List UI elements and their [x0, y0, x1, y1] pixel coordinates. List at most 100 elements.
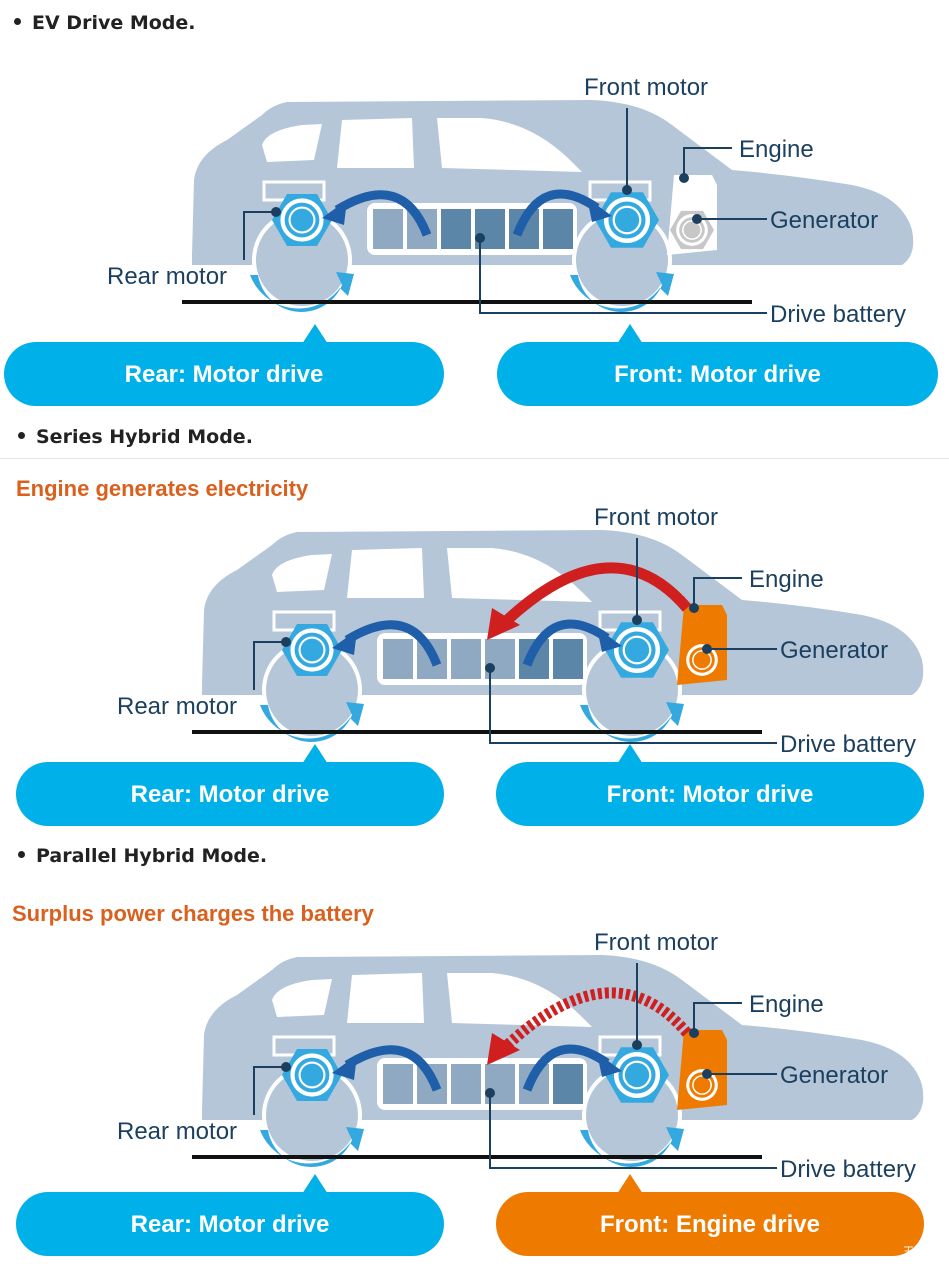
- ground-line: [192, 730, 762, 734]
- bearing-ball: [649, 633, 654, 638]
- bearing-ball: [324, 1087, 328, 1091]
- bearing-ball: [646, 218, 650, 222]
- bearing-ball: [690, 243, 694, 246]
- bearing-ball: [635, 1094, 639, 1098]
- bearing-ball: [317, 1055, 322, 1059]
- bearing-ball: [302, 630, 307, 634]
- leader-drive-battery: [479, 238, 767, 314]
- bearing-ball: [704, 234, 707, 237]
- leader-rear-motor: [253, 641, 286, 690]
- leader-dot: [485, 1088, 495, 1098]
- generator-label: Generator: [780, 637, 888, 664]
- bearing-ball: [715, 1083, 718, 1087]
- front-window: [437, 118, 582, 172]
- bearing-ball: [300, 237, 304, 242]
- bearing-ball: [310, 1092, 314, 1097]
- middle-window: [347, 973, 424, 1023]
- bearing-ball: [317, 630, 322, 634]
- bearing-ball: [324, 1059, 328, 1063]
- front-drive-pill: Front: Motor drive: [496, 744, 924, 826]
- core: [683, 221, 701, 239]
- parallel-subtitle: Surplus power charges the battery: [12, 901, 374, 926]
- generator-label: Generator: [780, 1062, 888, 1089]
- bearing-ball: [685, 215, 688, 218]
- bearing-ball: [318, 225, 322, 230]
- bearing-ball: [300, 198, 304, 203]
- leader-dot: [632, 615, 642, 625]
- rear-motor-label: Rear motor: [117, 1118, 237, 1145]
- pill-pointer: [617, 744, 643, 764]
- bearing-ball: [710, 1093, 714, 1097]
- rear-motor: [282, 624, 342, 676]
- battery-cell: [553, 639, 583, 679]
- bearing-ball: [620, 1087, 625, 1092]
- rear-window: [272, 979, 332, 1017]
- bearing-ball: [690, 648, 694, 652]
- leader-dot: [475, 233, 485, 243]
- front-drive-pill: Front: Engine drive: [496, 1174, 924, 1256]
- bearing-ball: [314, 232, 318, 236]
- bearing-ball: [643, 667, 647, 671]
- bearing-ball: [620, 662, 625, 667]
- bearing-ball: [324, 634, 328, 638]
- bearing-ball: [296, 634, 300, 638]
- bearing-ball: [310, 628, 314, 633]
- bearing-ball: [620, 633, 625, 638]
- pill-label: Rear: Motor drive: [131, 1211, 330, 1238]
- series-subtitle: Engine generates electricity: [16, 476, 309, 501]
- bearing-ball: [280, 218, 285, 222]
- bearing-ball: [614, 648, 618, 652]
- rear-motor: [282, 1049, 342, 1101]
- rear-motor: [272, 194, 332, 246]
- leader-dot: [622, 185, 632, 195]
- bearing-ball: [643, 629, 647, 633]
- drive-battery-label: Drive battery: [780, 1156, 916, 1183]
- bearing-ball: [307, 200, 312, 204]
- section-divider: [0, 458, 949, 459]
- pill-background: [496, 1192, 924, 1256]
- bearing-ball: [633, 237, 637, 241]
- battery-cell: [451, 1064, 481, 1104]
- battery-cell: [543, 209, 573, 249]
- bearing-ball: [677, 223, 680, 226]
- bearing-ball: [302, 1055, 307, 1059]
- ground-line: [182, 300, 752, 304]
- pill-label: Rear: Motor drive: [131, 781, 330, 808]
- charging-arrow-head: [487, 608, 520, 640]
- bearing-ball: [695, 672, 698, 675]
- bearing-ball: [627, 629, 631, 633]
- bearing-ball: [614, 1073, 618, 1077]
- ground-line: [192, 1155, 762, 1159]
- bearing-ball: [649, 1087, 654, 1092]
- pill-pointer: [617, 324, 643, 344]
- battery-cell: [383, 1064, 413, 1104]
- pill-background: [16, 1192, 444, 1256]
- bearing-ball: [635, 627, 639, 631]
- drive-arrow-rear: [344, 1045, 442, 1092]
- bearing-ball: [282, 210, 286, 215]
- front-motor-label: Front motor: [594, 929, 718, 956]
- leader-dot: [702, 644, 712, 654]
- bearing-ball: [639, 232, 644, 237]
- bearing-ball: [292, 236, 297, 240]
- engine-label: Engine: [739, 136, 814, 163]
- bearing-ball: [643, 1092, 647, 1096]
- bullet-dot: [18, 432, 25, 439]
- watermark: 王星炜S: [903, 1245, 943, 1258]
- bearing-ball: [635, 1052, 639, 1056]
- rear-window: [272, 554, 332, 592]
- core: [693, 651, 711, 669]
- drive-arrow-rear-head: [332, 630, 357, 655]
- bearing-ball: [654, 640, 658, 644]
- section-heading-series: Series Hybrid Mode.: [18, 426, 253, 448]
- front-motor: [605, 1047, 669, 1103]
- bearing-ball: [633, 199, 637, 203]
- bearing-ball: [617, 237, 621, 241]
- bearing-ball: [324, 662, 328, 666]
- bearing-ball: [292, 200, 297, 204]
